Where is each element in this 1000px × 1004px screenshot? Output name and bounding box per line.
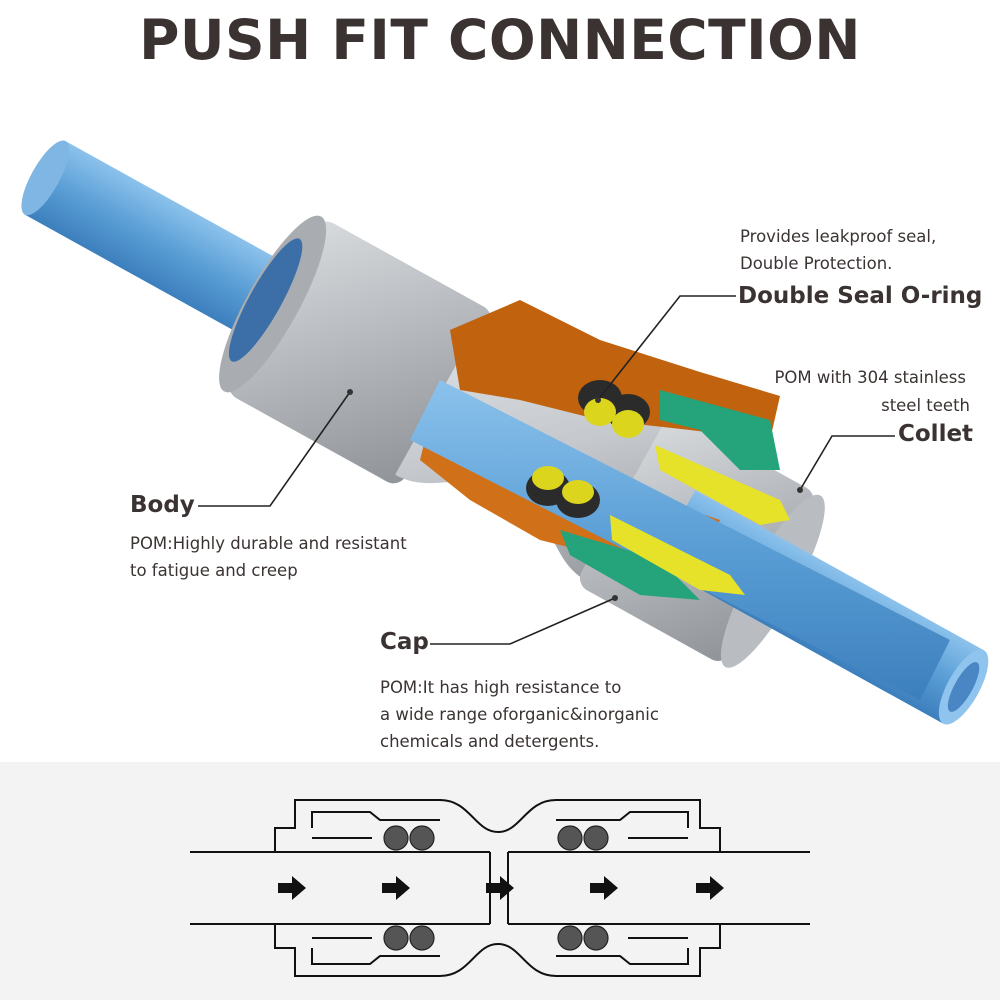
- leader-lines: [198, 295, 895, 645]
- body-description-line1: POM:Highly durable and resistant: [130, 534, 407, 553]
- cross-section-panel: [0, 762, 1000, 1000]
- collet-upper-teeth: [655, 445, 790, 525]
- leader-oring: [597, 295, 736, 401]
- oring-upper-2: [612, 410, 644, 438]
- body-description-line2: to fatigue and creep: [130, 561, 298, 580]
- oring-description-line1: Provides leakproof seal,: [740, 227, 937, 246]
- leader-cap: [430, 597, 616, 645]
- cap-label: Cap: [380, 629, 429, 655]
- collet-lower-teeth: [610, 515, 745, 595]
- collet-upper: [660, 390, 780, 470]
- fitting-illustration: [21, 140, 989, 725]
- leader-collet: [799, 435, 895, 491]
- oring-lower-1: [532, 466, 564, 490]
- oring-label: Double Seal O-ring: [738, 283, 983, 309]
- leader-body: [198, 391, 351, 507]
- collet-label: Collet: [898, 421, 974, 447]
- cross-section-orings: [383, 825, 609, 951]
- oring-lower-2: [562, 480, 594, 504]
- leader-dots: [347, 389, 803, 601]
- collet-description-line1: POM with 304 stainless: [774, 368, 966, 387]
- body-label: Body: [130, 492, 195, 518]
- flow-arrows: [278, 876, 724, 900]
- cap-description-line2: a wide range oforganic&inorganic: [380, 705, 659, 724]
- page-title: PUSH FIT CONNECTION: [139, 8, 861, 72]
- cutaway-section: [410, 300, 950, 700]
- cross-section-diagram: [190, 799, 810, 977]
- oring-description-line2: Double Protection.: [740, 254, 893, 273]
- cap-description-line3: chemicals and detergents.: [380, 732, 600, 751]
- oring-upper-1: [584, 398, 616, 426]
- collet-lower: [560, 530, 700, 600]
- cap-description-line1: POM:It has high resistance to: [380, 678, 622, 697]
- collet-description-line2: steel teeth: [881, 396, 970, 415]
